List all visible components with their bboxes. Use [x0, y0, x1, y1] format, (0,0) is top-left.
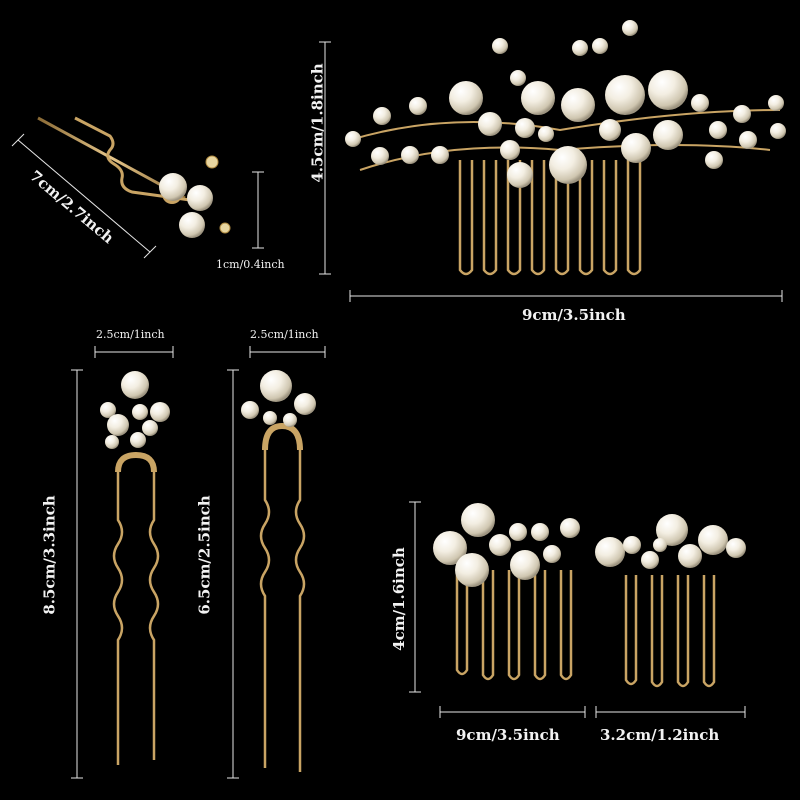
bobby-pin-head-line — [252, 171, 264, 249]
u-pin-large-width-label: 2.5cm/1inch — [96, 328, 165, 341]
small-comb-left — [433, 503, 580, 681]
large-comb — [345, 20, 786, 276]
u-pin-small — [241, 370, 316, 772]
bobby-pin — [37, 116, 231, 238]
u-pin-small-width-label: 2.5cm/1inch — [250, 328, 319, 341]
u-pin-small-length-label: 6.5cm/2.5inch — [195, 495, 214, 615]
u-pin-small-width-line — [249, 346, 326, 358]
bobby-pin-length-line — [11, 133, 157, 259]
small-comb-height-label: 4cm/1.6inch — [389, 547, 408, 651]
u-pin-large-length-label: 8.5cm/3.3inch — [40, 495, 59, 615]
large-comb-width-label: 9cm/3.5inch — [522, 306, 626, 324]
small-comb-left-width-label: 9cm/3.5inch — [456, 726, 560, 744]
u-pin-large — [100, 371, 170, 765]
large-comb-height-label: 4.5cm/1.8inch — [308, 63, 327, 183]
small-comb-right-width-line — [595, 706, 746, 718]
bobby-pin-head-label: 1cm/0.4inch — [216, 258, 285, 271]
small-comb-height-line — [409, 501, 421, 693]
large-comb-height-line — [319, 41, 331, 275]
small-comb-right — [595, 514, 746, 688]
u-pin-large-width-line — [94, 346, 174, 358]
small-comb-left-width-line — [439, 706, 586, 718]
u-pin-small-length-line — [227, 369, 239, 779]
small-comb-right-width-label: 3.2cm/1.2inch — [600, 726, 720, 744]
u-pin-large-length-line — [71, 369, 83, 779]
large-comb-width-line — [349, 290, 783, 302]
